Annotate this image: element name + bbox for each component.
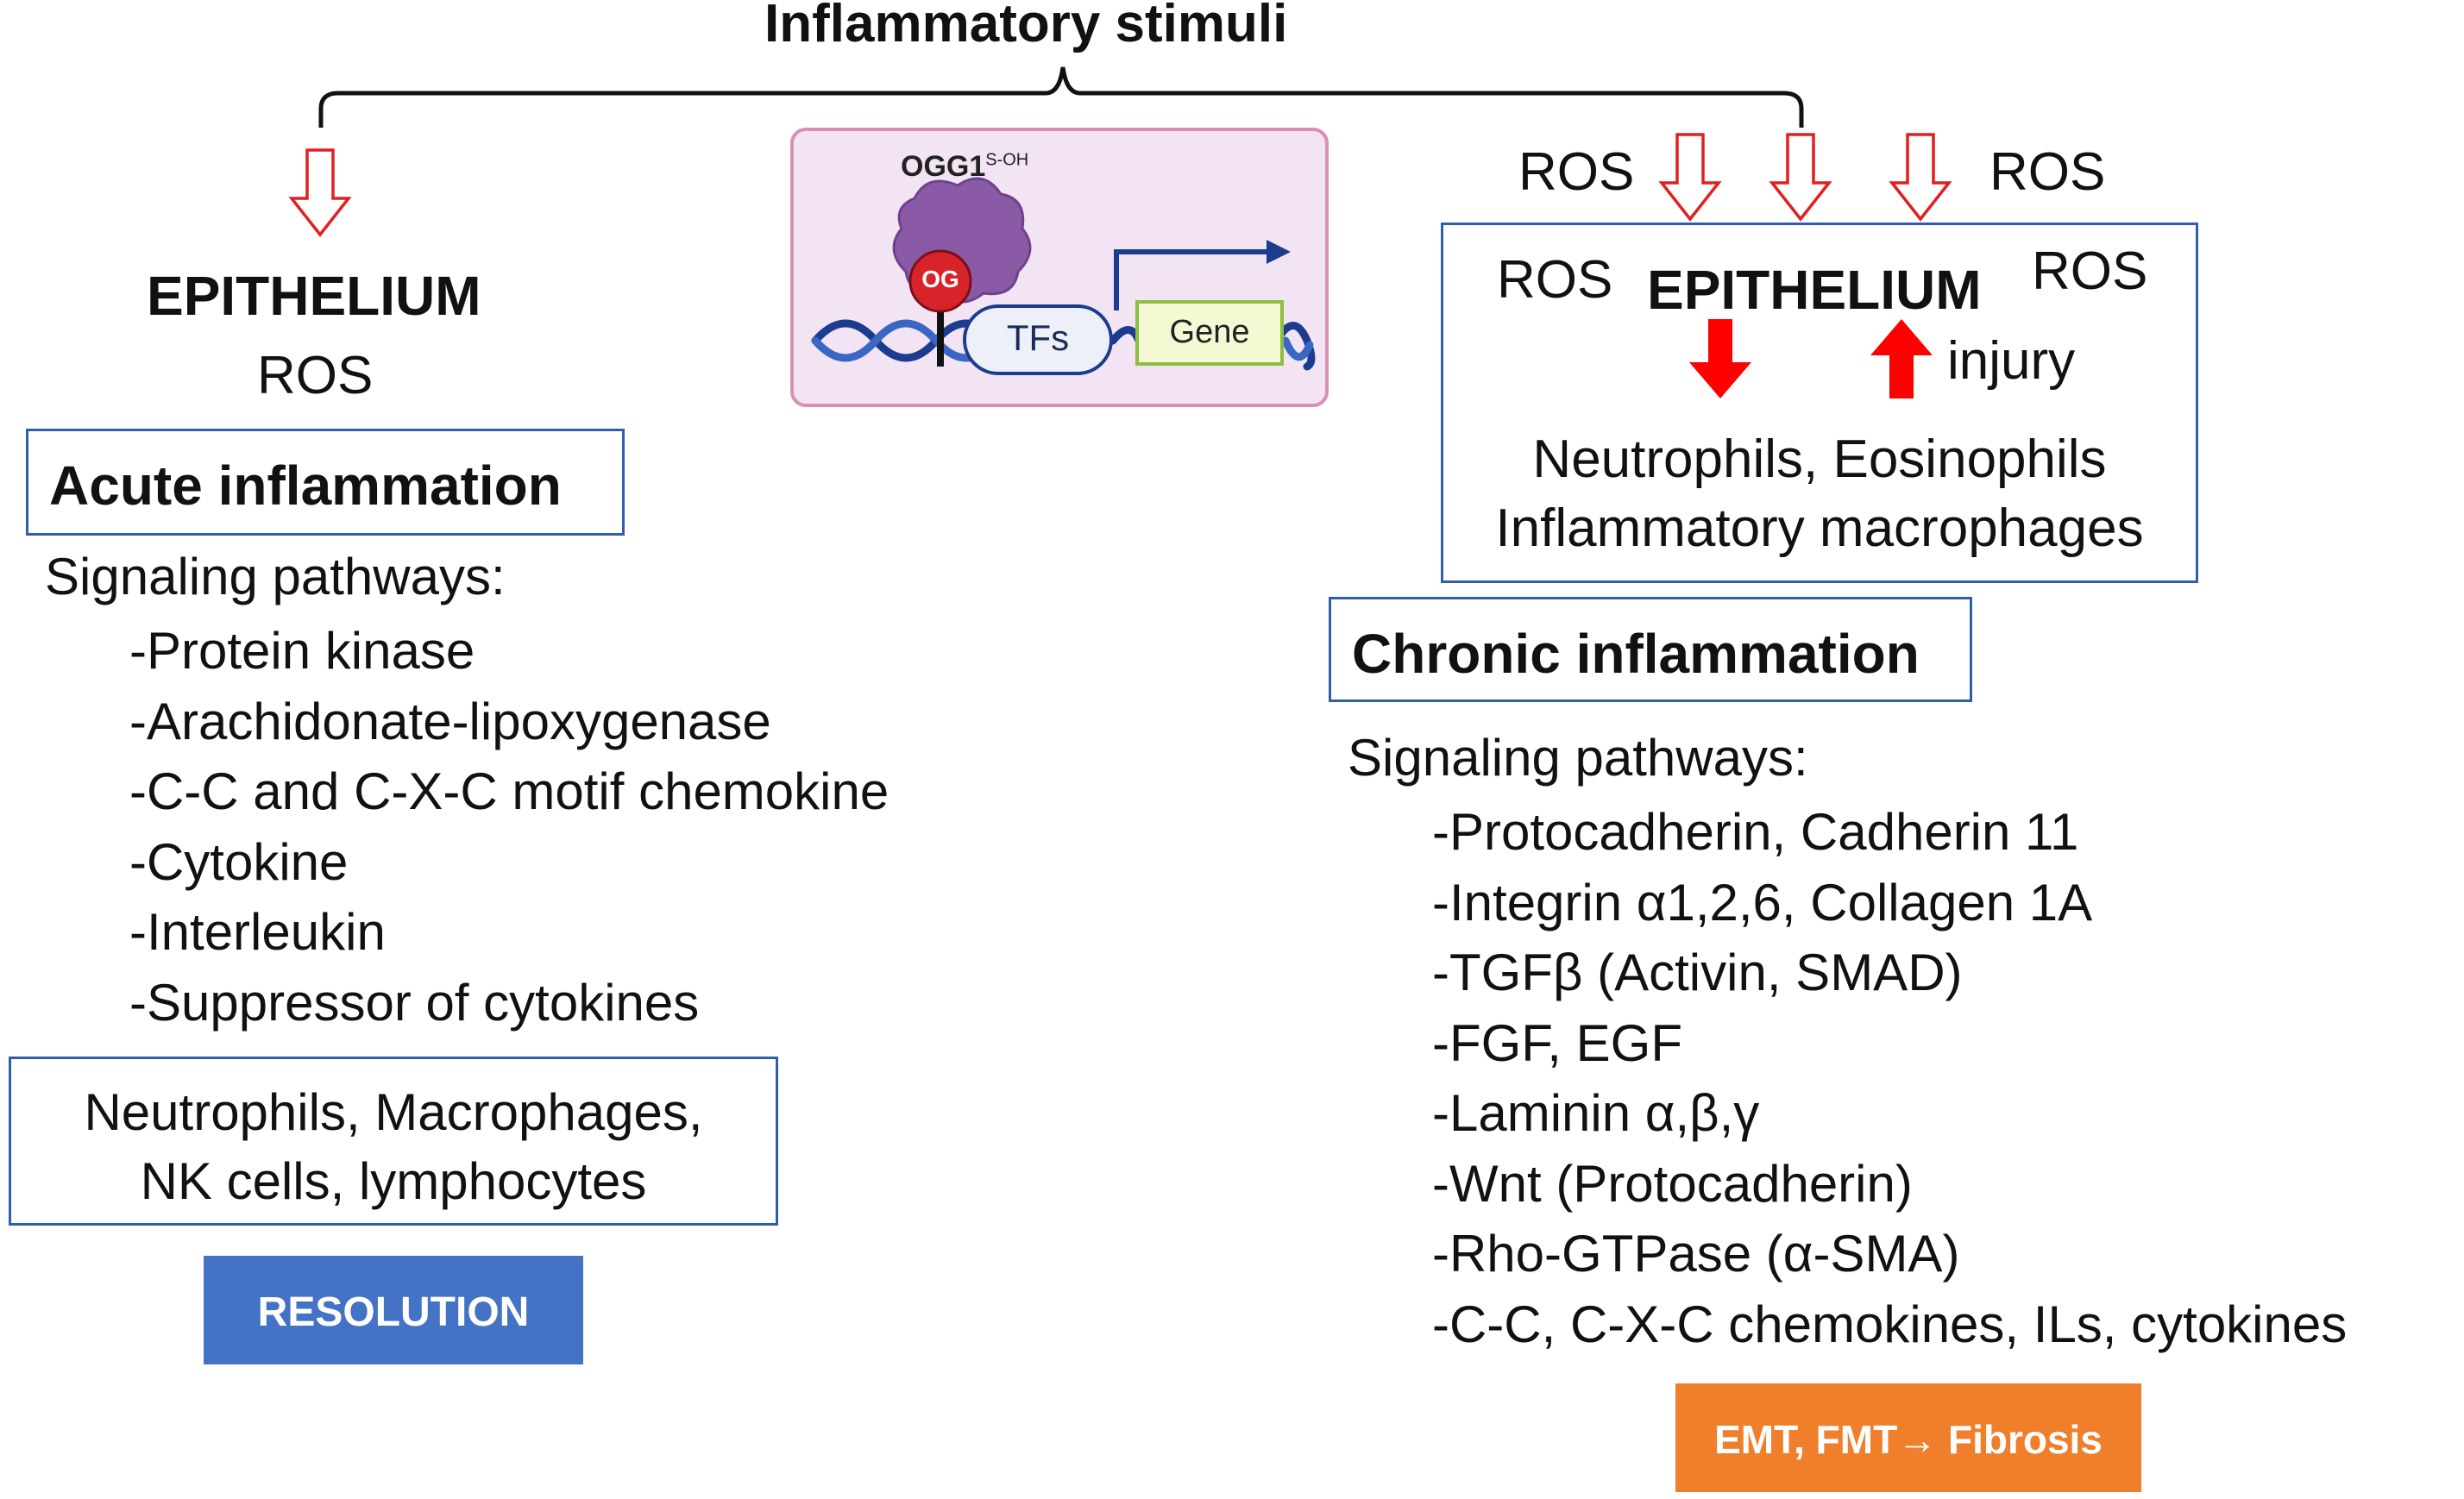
ogg1-superscript: S-OH — [985, 150, 1029, 170]
right-pathway-item: -TGFβ (Activin, SMAD) — [1432, 944, 1963, 1001]
resolution-label: RESOLUTION — [257, 1289, 530, 1335]
chronic-inflammation-box: Chronic inflammation — [1329, 597, 1972, 702]
decrease-arrow — [1689, 319, 1751, 398]
right-epithelium-label: EPITHELIUM — [1647, 259, 1982, 321]
left-pathway-item: -Cytokine — [129, 832, 349, 891]
right-pathway-item: -Wnt (Protocadherin) — [1432, 1154, 1913, 1213]
left-cells-box: Neutrophils, Macrophages, NK cells, lymp… — [9, 1057, 778, 1226]
acute-inflammation-box: Acute inflammation — [26, 429, 625, 536]
transcription-arrow — [1114, 249, 1268, 310]
left-ros-label: ROS — [257, 346, 374, 405]
left-pathway-item: -Suppressor of cytokines — [129, 973, 700, 1032]
right-cells-line: Inflammatory macrophages — [1495, 499, 2144, 558]
ros-top-left: ROS — [1518, 142, 1635, 202]
fibrosis-button[interactable]: EMT, FMT→ Fibrosis — [1675, 1383, 2141, 1492]
right-pathway-item: -FGF, EGF — [1432, 1013, 1682, 1072]
left-pathway-item: -Arachidonate-lipoxygenase — [129, 692, 771, 750]
resolution-button[interactable]: RESOLUTION — [204, 1256, 583, 1364]
left-pathway-list: -Protein kinase -Arachidonate-lipoxygena… — [129, 616, 889, 1038]
og-circle-icon — [908, 249, 972, 313]
gene-box — [1135, 300, 1284, 366]
gene-label: Gene — [1169, 314, 1250, 350]
fibrosis-label: EMT, FMT→ Fibrosis — [1714, 1417, 2103, 1462]
stimuli-brace — [318, 66, 1804, 128]
ros-arrow-down-3 — [1889, 133, 1952, 222]
ogg1-label: OGG1S-OH — [901, 150, 1028, 184]
ogg1-name: OGG1 — [901, 150, 986, 183]
right-pathway-item: -Laminin α,β,γ — [1432, 1084, 1760, 1142]
right-pathway-item: -Protocadherin, Cadherin 11 — [1432, 803, 2079, 861]
ros-box-left: ROS — [1497, 250, 1613, 310]
injury-label: injury — [1947, 331, 2076, 391]
left-stimulus-arrow — [288, 148, 352, 237]
left-cells-line: Neutrophils, Macrophages, — [84, 1083, 703, 1141]
right-pathway-item: -Integrin α1,2,6, Collagen 1A — [1432, 873, 2093, 931]
left-pathway-item: -Protein kinase — [129, 622, 475, 680]
right-pathway-list: -Protocadherin, Cadherin 11 -Integrin α1… — [1432, 797, 2347, 1359]
tfs-label: TFs — [1006, 317, 1070, 358]
ros-box-right: ROS — [2032, 241, 2148, 301]
acute-inflammation-label: Acute inflammation — [49, 455, 562, 517]
transcription-arrowhead — [1267, 240, 1291, 264]
og-label: OG — [921, 266, 959, 292]
left-pathway-item: -C-C and C-X-C motif chemokine — [129, 762, 889, 820]
ros-arrow-down-1 — [1658, 133, 1722, 222]
left-cells-line: NK cells, lymphocytes — [140, 1152, 647, 1210]
increase-arrow — [1870, 319, 1933, 398]
og-stem — [937, 306, 944, 367]
diagram-title: Inflammatory stimuli — [764, 0, 1288, 53]
left-pathways-heading: Signaling pathways: — [45, 548, 506, 605]
ros-arrow-down-2 — [1769, 133, 1832, 222]
chronic-inflammation-label: Chronic inflammation — [1352, 623, 1920, 685]
tfs-pill — [963, 304, 1113, 375]
right-pathway-item: -Rho-GTPase (α-SMA) — [1432, 1225, 1960, 1283]
right-pathways-heading: Signaling pathways: — [1348, 729, 1808, 787]
right-epithelium-box: ROS EPITHELIUM ROS injury Neutrophils, E… — [1441, 223, 2198, 583]
right-cells-line: Neutrophils, Eosinophils — [1532, 430, 2107, 489]
ros-top-right: ROS — [1989, 142, 2106, 202]
left-pathway-item: -Interleukin — [129, 903, 386, 961]
left-epithelium-label: EPITHELIUM — [147, 265, 481, 327]
right-pathway-item: -C-C, C-X-C chemokines, ILs, cytokines — [1432, 1295, 2348, 1353]
